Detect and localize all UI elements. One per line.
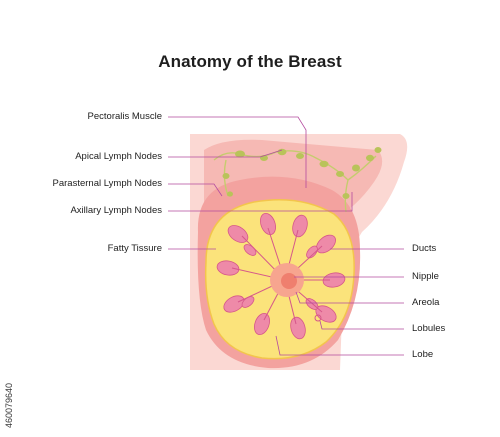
diagram-title: Anatomy of the Breast: [158, 52, 342, 71]
lobule-marker: [314, 314, 322, 322]
leader-lines-right: [275, 248, 404, 356]
label-axillary-lymph-nodes: Axillary Lymph Nodes: [70, 205, 162, 216]
lymph-nodes: [222, 147, 382, 199]
label-apical-lymph-nodes: Apical Lymph Nodes: [75, 151, 162, 162]
label-lobules: Lobules: [412, 323, 446, 334]
label-fatty-tissure: Fatty Tissure: [107, 243, 162, 254]
label-pectoralis-muscle: Pectoralis Muscle: [87, 111, 162, 122]
lobules: [216, 212, 346, 340]
stock-id: 460079640: [4, 382, 14, 428]
label-ducts: Ducts: [412, 243, 437, 254]
label-nipple: Nipple: [412, 271, 439, 282]
nipple: [281, 273, 297, 289]
label-areola: Areola: [412, 297, 440, 308]
leader-lines-left: [168, 116, 353, 250]
label-parasternal-lymph-nodes: Parasternal Lymph Nodes: [52, 178, 162, 189]
label-lobe: Lobe: [412, 349, 434, 360]
